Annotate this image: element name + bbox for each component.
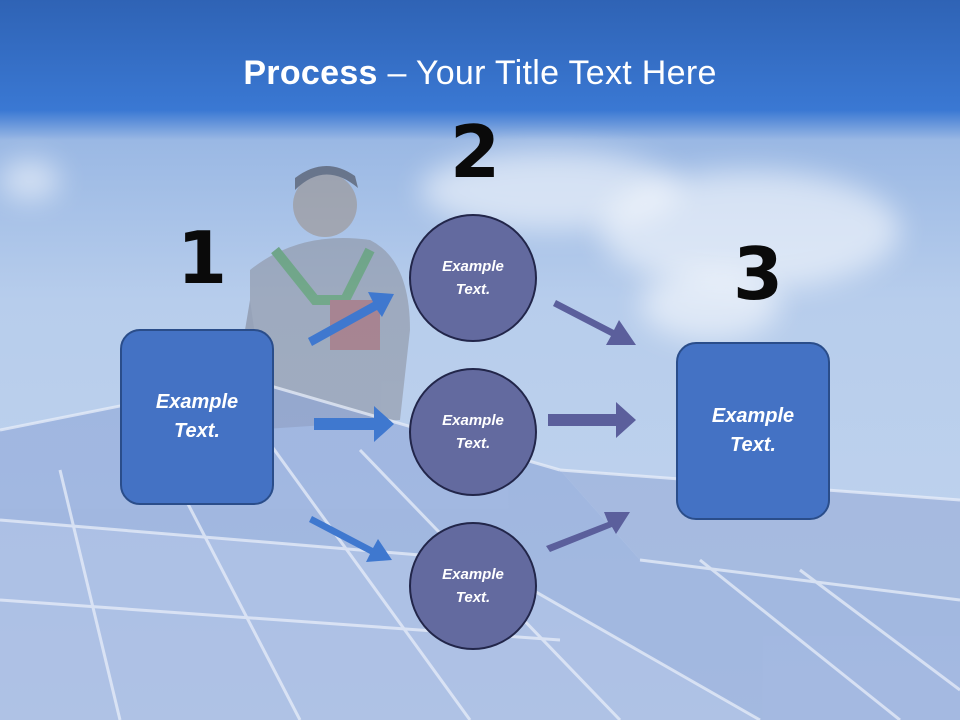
- arrow-right-icon: [548, 402, 636, 438]
- cloud: [640, 270, 780, 340]
- cloud: [600, 170, 900, 290]
- step-2-circle-middle[interactable]: Example Text.: [409, 368, 537, 496]
- step-1-box[interactable]: Example Text.: [120, 329, 274, 505]
- step-number-2: 2: [450, 110, 501, 194]
- step-3-box[interactable]: Example Text.: [676, 342, 830, 520]
- step-number-1: 1: [177, 216, 228, 300]
- arrow-right-icon: [553, 300, 636, 345]
- step-2-circle-top[interactable]: Example Text.: [409, 214, 537, 342]
- title-rest: – Your Title Text Here: [377, 54, 717, 92]
- slide-title: Process – Your Title Text Here: [0, 54, 960, 93]
- circle-text: Example Text.: [442, 566, 504, 606]
- circle-text: Example Text.: [442, 412, 504, 452]
- cloud: [0, 160, 60, 200]
- step-2-circle-bottom[interactable]: Example Text.: [409, 522, 537, 650]
- arrow-right-icon: [546, 512, 630, 552]
- step-number-3: 3: [733, 232, 784, 316]
- arrow-right-icon: [308, 292, 394, 346]
- step-1-text: Example Text.: [155, 391, 239, 442]
- title-bold: Process: [243, 54, 378, 92]
- arrow-right-icon: [309, 516, 392, 562]
- step-3-text: Example Text.: [711, 405, 795, 456]
- arrow-right-icon: [314, 406, 394, 442]
- circle-text: Example Text.: [442, 258, 504, 298]
